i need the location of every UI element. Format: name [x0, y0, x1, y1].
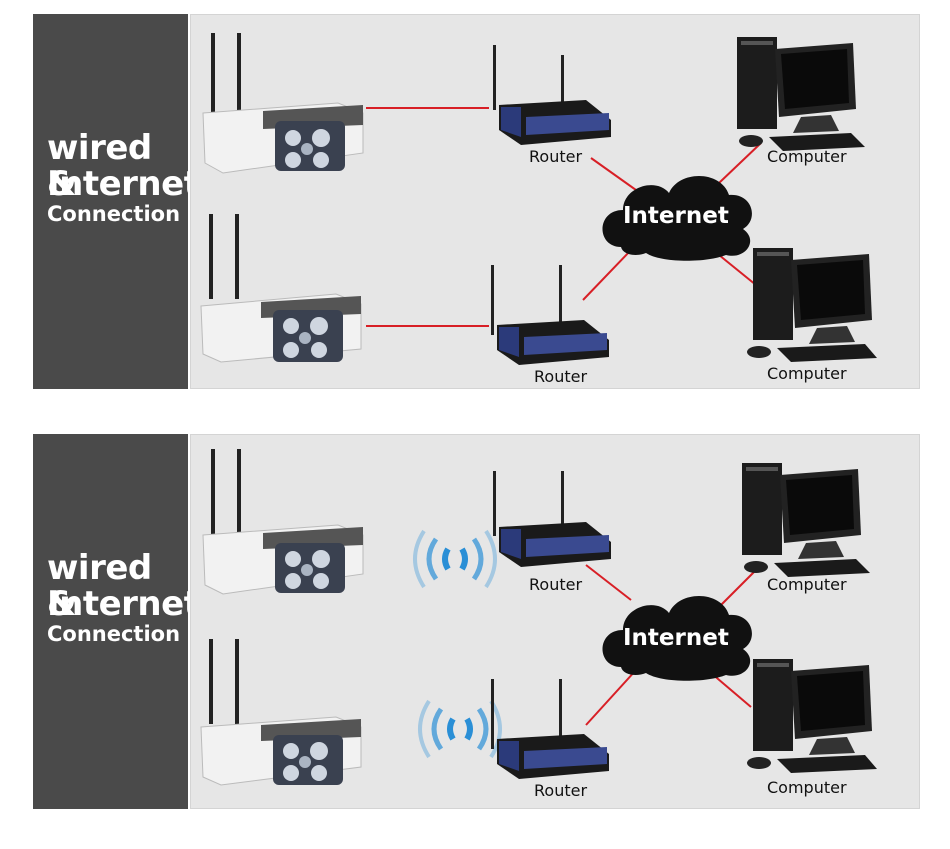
router-cloud-link-bottom	[585, 669, 637, 726]
computer-icon	[747, 248, 877, 362]
link-lines	[366, 107, 762, 327]
panel-title-line3: Connection	[47, 622, 181, 646]
panel-title-line2: Internet	[47, 164, 200, 204]
panel-title-line1: wired &	[47, 548, 152, 624]
antenna-icon	[237, 449, 241, 534]
panel-title-line1: wired &	[47, 128, 152, 204]
cloud-label: Internet	[623, 625, 729, 651]
router-icon	[491, 265, 609, 365]
antenna-icon	[235, 214, 239, 299]
antenna-icon	[235, 639, 239, 724]
antenna-icon	[209, 639, 213, 724]
router-label-bottom: Router	[534, 781, 587, 800]
router-icon	[493, 45, 611, 145]
panel-title-line2: Internet	[47, 584, 200, 624]
panel-title-block: wired & Internet Connection	[33, 434, 200, 809]
panel-title-line3: Connection	[47, 202, 181, 226]
camera-icon	[200, 639, 362, 786]
computer-icon	[737, 37, 865, 151]
camera-icon	[202, 33, 364, 174]
cloud-label: Internet	[623, 203, 729, 229]
computer-label-top: Computer	[767, 147, 847, 166]
wifi-signal-icon	[413, 529, 497, 589]
wifi-signal-icon	[418, 699, 502, 759]
computer-label-bottom: Computer	[767, 364, 847, 383]
computer-label-bottom: Computer	[767, 778, 847, 797]
network-diagram-area: Router Router Internet	[190, 14, 920, 389]
router-cloud-link-bottom	[582, 249, 632, 301]
network-diagram: Router Router Internet	[200, 33, 877, 386]
cloud-computer-link-bottom	[718, 254, 757, 286]
router-label-top: Router	[529, 575, 582, 594]
panel-title-block: wired & Internet Connection	[33, 14, 200, 389]
computer-label-top: Computer	[767, 575, 847, 594]
wireless-connection-panel: wired & Internet Connection	[33, 434, 920, 809]
router-cloud-link-top	[585, 564, 632, 601]
router-icon	[493, 471, 611, 567]
antenna-icon	[209, 214, 213, 299]
network-diagram-area: Router Router Internet	[190, 434, 920, 809]
wired-connection-panel: wired & Internet Connection	[33, 14, 920, 389]
cloud-computer-link-bottom	[710, 672, 752, 708]
camera-icon	[200, 214, 362, 363]
cloud-computer-link-top	[718, 142, 762, 184]
router-cloud-link-top	[590, 157, 637, 191]
computer-icon	[742, 463, 870, 577]
network-diagram: Router Router Internet	[200, 449, 877, 800]
router-label-top: Router	[529, 147, 582, 166]
antenna-icon	[237, 33, 241, 118]
router-icon	[491, 679, 609, 779]
camera-icon	[202, 449, 364, 595]
cloud-icon: Internet	[602, 175, 752, 261]
antenna-icon	[211, 449, 215, 534]
computer-icon	[747, 659, 877, 773]
router-label-bottom: Router	[534, 367, 587, 386]
antenna-icon	[211, 33, 215, 118]
cloud-icon: Internet	[602, 595, 752, 681]
